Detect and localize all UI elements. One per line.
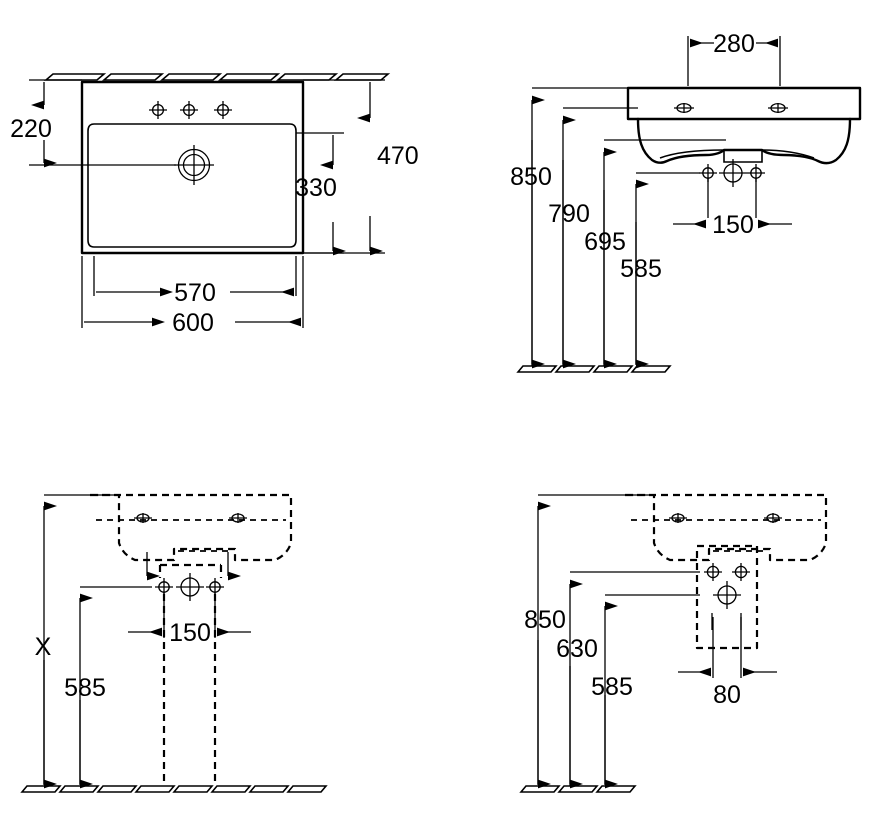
floor-hatch-bl xyxy=(20,785,328,793)
waste-hole-elevation-center xyxy=(719,159,747,187)
dimension-220-label: 220 xyxy=(10,115,52,143)
view-connection-bottom-left: X 585 150 xyxy=(20,493,328,793)
dimension-630-br: 630 xyxy=(556,571,700,789)
dimension-80-br: 80 xyxy=(678,617,777,709)
view-plan-top-left: 220 470 330 570 xyxy=(10,73,419,337)
tap-hole-left xyxy=(149,101,167,119)
view-siphon-bottom-right: 850 630 585 80 xyxy=(519,493,828,793)
trap-box-dashed-bl xyxy=(158,563,223,578)
floor-hatch-br xyxy=(519,785,637,793)
dimension-585-tr: 585 xyxy=(620,172,700,369)
basin-outline-plan xyxy=(80,80,305,255)
dimension-150-tr: 150 xyxy=(673,178,792,239)
dimension-470-label: 470 xyxy=(377,142,419,170)
waste-outlet-plan xyxy=(174,145,214,185)
dimension-585-bl: 585 xyxy=(64,586,152,789)
dimension-X: X xyxy=(35,494,120,789)
floor-hatch-elevation xyxy=(516,365,672,373)
fixing-hole-br-left xyxy=(669,513,687,523)
waste-stub-elevation xyxy=(723,150,763,163)
wall-hatch-plan xyxy=(43,73,391,81)
dimension-790-label: 790 xyxy=(548,200,590,228)
dimension-570-label: 570 xyxy=(174,279,216,307)
dimension-220: 220 xyxy=(10,79,100,168)
basin-outline-elevation xyxy=(626,86,862,121)
dimension-80-br-label: 80 xyxy=(713,681,741,709)
dimension-630-br-label: 630 xyxy=(556,635,598,663)
dimension-790: 790 xyxy=(548,107,638,369)
dimension-695: 695 xyxy=(584,139,726,369)
waste-hole-bl-center xyxy=(176,573,204,601)
dimension-600: 600 xyxy=(81,256,304,337)
dimension-280-label: 280 xyxy=(713,30,755,58)
dimension-585-tr-label: 585 xyxy=(620,255,662,283)
dimension-150-bl-label: 150 xyxy=(169,619,211,647)
dimension-850-tr: 850 xyxy=(510,87,628,369)
fixing-hole-elevation-right xyxy=(768,102,788,114)
dimension-X-label: X xyxy=(35,633,52,661)
dimension-850-br: 850 xyxy=(524,494,650,789)
basin-inner-line-elevation xyxy=(659,149,725,159)
dimension-150-tr-label: 150 xyxy=(712,211,754,239)
dimension-695-label: 695 xyxy=(584,228,626,256)
dimension-570: 570 xyxy=(93,256,297,307)
view-elevation-top-right: 280 850 790 695 585 xyxy=(510,30,862,373)
siphon-cover-box-br xyxy=(695,544,759,650)
dimension-585-br-label: 585 xyxy=(591,673,633,701)
waste-hole-br-center xyxy=(713,581,741,609)
dimension-470: 470 xyxy=(303,79,419,256)
supply-hole-br-left xyxy=(704,563,722,581)
dimension-585-bl-label: 585 xyxy=(64,674,106,702)
dimension-330-label: 330 xyxy=(295,174,337,202)
dimension-600-label: 600 xyxy=(172,309,214,337)
basin-outline-dashed-bl xyxy=(88,493,293,562)
fixing-hole-br-right xyxy=(764,513,782,523)
basin-underside-profile xyxy=(636,117,852,165)
fixing-hole-elevation-left xyxy=(674,102,694,114)
basin-bowl-plan xyxy=(87,123,297,248)
basin-outline-dashed-br xyxy=(623,493,828,562)
fixing-hole-bl-left xyxy=(134,513,152,523)
tap-hole-right xyxy=(214,101,232,119)
dimension-150-bl: 150 xyxy=(128,592,251,647)
dimension-850-br-label: 850 xyxy=(524,606,566,634)
tap-hole-center xyxy=(180,101,198,119)
basin-inner-line-elevation-2 xyxy=(761,149,815,159)
supply-hole-br-right xyxy=(732,563,750,581)
fixing-hole-bl-right xyxy=(229,513,247,523)
dimension-850-tr-label: 850 xyxy=(510,163,552,191)
dimension-280: 280 xyxy=(687,30,781,86)
dimension-585-br: 585 xyxy=(591,594,700,789)
dimension-330: 330 xyxy=(295,132,346,256)
